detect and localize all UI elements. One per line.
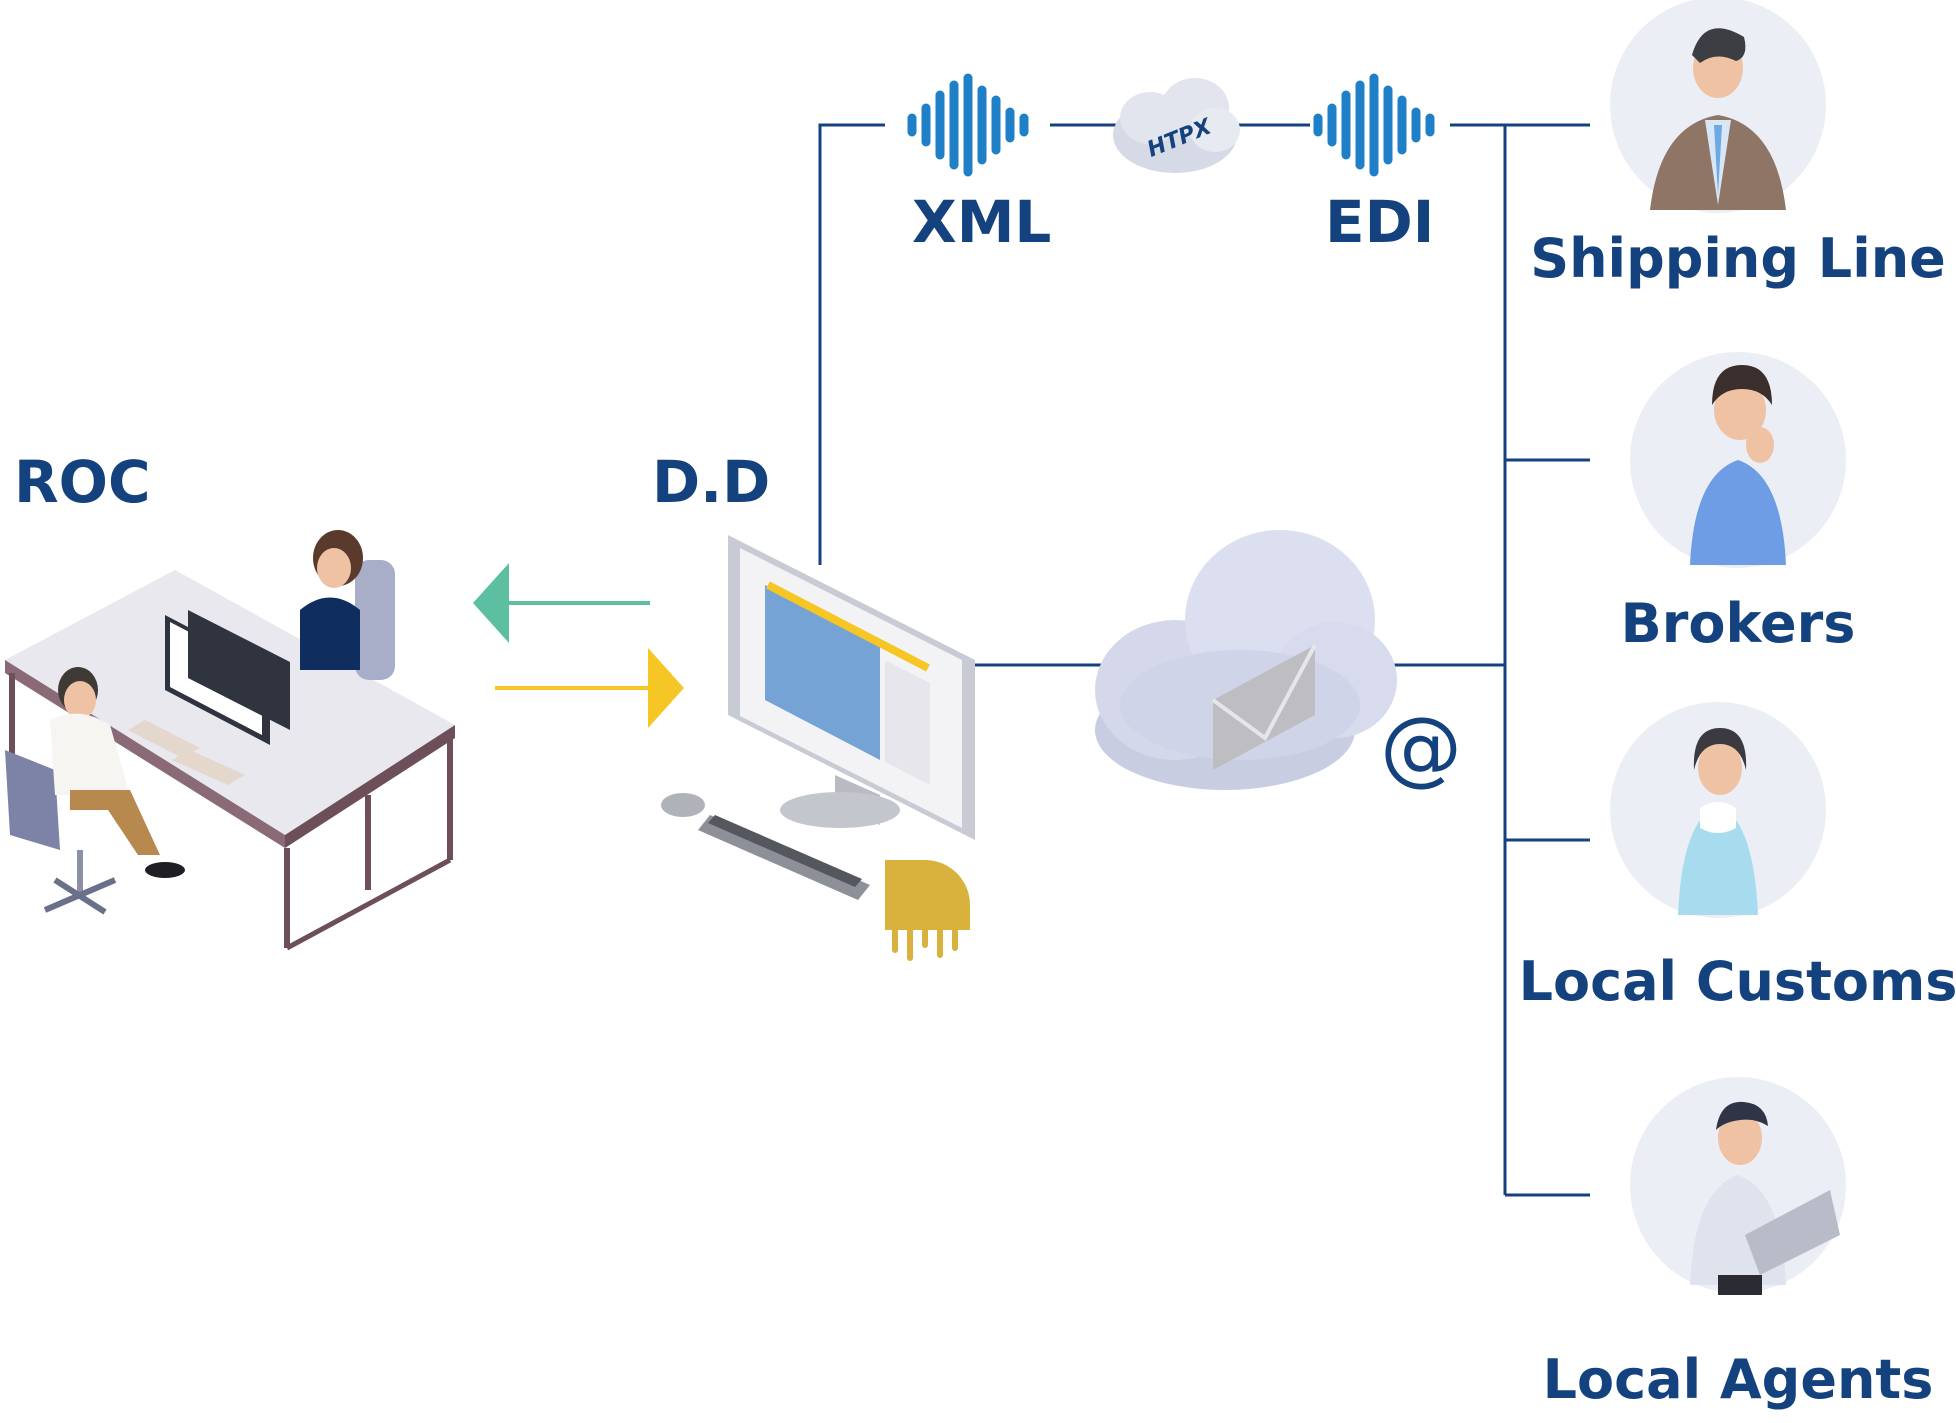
roc-label: ROC <box>14 448 151 516</box>
local-customs-label: Local Customs <box>1518 950 1956 1013</box>
email-at-symbol: @ <box>1380 700 1462 795</box>
htpx-cloud-icon: HTPX <box>1113 78 1240 173</box>
office-desk-illustration <box>5 530 455 951</box>
email-cloud-icon <box>1095 530 1397 790</box>
connector-lines <box>818 123 1590 1197</box>
dd-label: D.D <box>652 448 771 516</box>
line-dd-to-xml <box>818 123 885 565</box>
xml-label: XML <box>912 188 1052 256</box>
brokers-avatar <box>1630 352 1846 568</box>
gold-logo <box>885 860 970 961</box>
computer-icon <box>661 535 975 900</box>
edi-waveform-icon <box>1313 73 1435 177</box>
local-agents-label: Local Agents <box>1542 1348 1934 1411</box>
local-agents-avatar <box>1630 1077 1846 1295</box>
shipping-line-avatar <box>1610 0 1826 213</box>
xml-waveform-icon <box>907 73 1029 177</box>
arrow-to-dd <box>495 648 684 728</box>
arrow-to-roc <box>473 563 650 643</box>
edi-label: EDI <box>1325 188 1435 256</box>
brokers-label: Brokers <box>1620 592 1856 655</box>
local-customs-avatar <box>1610 702 1826 918</box>
shipping-line-label: Shipping Line <box>1530 227 1946 290</box>
